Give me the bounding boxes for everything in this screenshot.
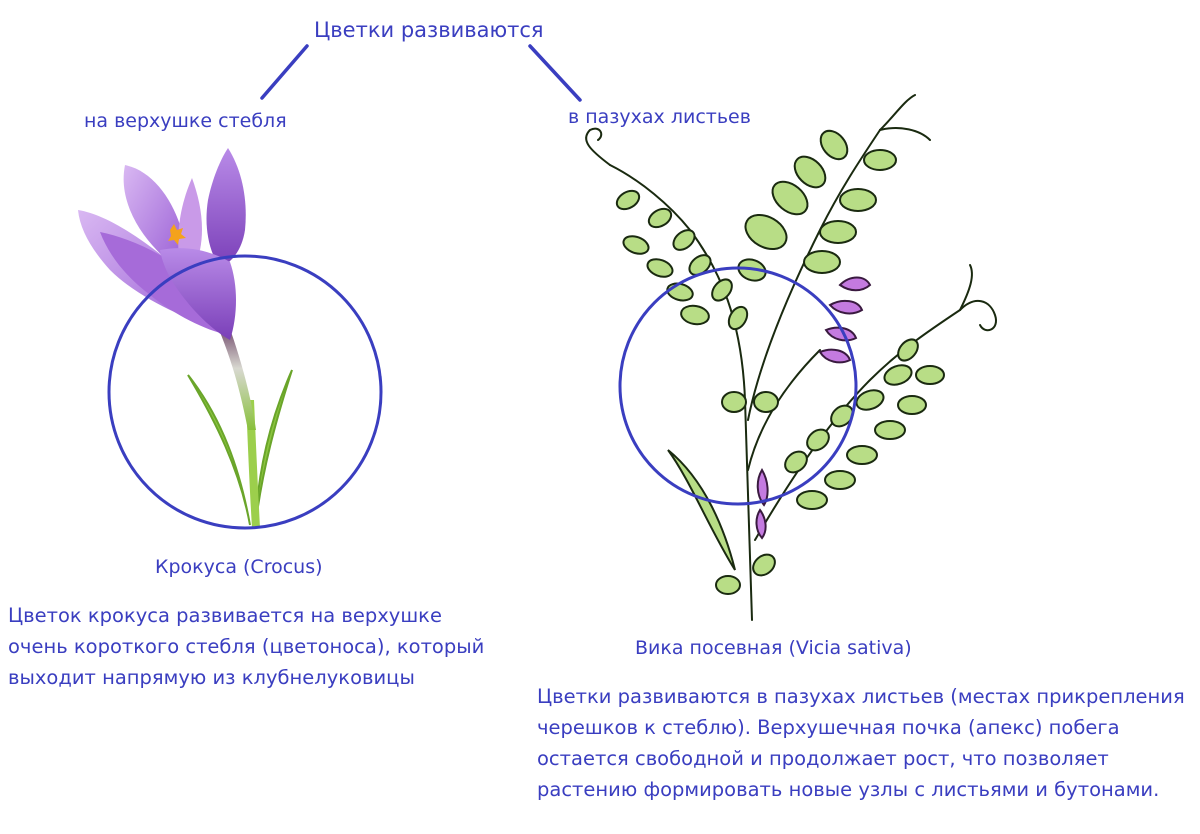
vicia-highlight-circle xyxy=(618,266,858,506)
vicia-description-line: остается свободной и продолжает рост, чт… xyxy=(537,747,1109,770)
crocus-description-line: очень короткого стебля (цветоноса), кото… xyxy=(8,635,485,658)
crocus-description-line: Цветок крокуса развивается на верхушке xyxy=(8,604,442,627)
connector-line-left xyxy=(260,44,309,100)
connector-line-right xyxy=(528,44,582,102)
branch-label-apex: на верхушке стебля xyxy=(84,110,287,132)
crocus-illustration xyxy=(78,148,293,529)
branch-label-axil: в пазухах листьев xyxy=(568,106,751,128)
vicia-description-line: Цветки развиваются в пазухах листьев (ме… xyxy=(537,685,1185,708)
crocus-caption: Крокуса (Crocus) xyxy=(155,556,323,578)
vicia-illustration xyxy=(585,94,997,621)
crocus-description-line: выходит напрямую из клубнелуковицы xyxy=(8,666,415,689)
vicia-description: Цветки развиваются в пазухах листьев (ме… xyxy=(537,681,1185,805)
crocus-highlight-circle xyxy=(107,254,383,530)
vicia-description-line: черешков к стеблю). Верхушечная почка (а… xyxy=(537,716,1120,739)
diagram-title: Цветки развиваются xyxy=(314,18,544,42)
vicia-caption: Вика посевная (Vicia sativa) xyxy=(635,637,912,659)
vicia-description-line: растению формировать новые узлы с листья… xyxy=(537,778,1160,801)
crocus-description: Цветок крокуса развивается на верхушке о… xyxy=(8,600,484,693)
